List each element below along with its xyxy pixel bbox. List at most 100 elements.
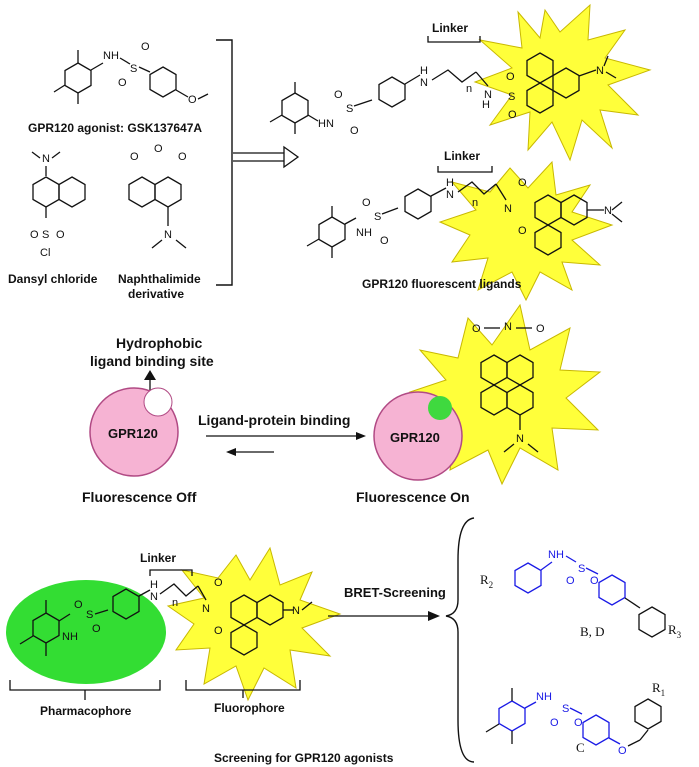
svg-text:O: O xyxy=(550,717,559,729)
svg-text:S: S xyxy=(562,703,569,715)
svg-text:S: S xyxy=(578,563,585,575)
r1-label: R1 xyxy=(652,680,665,698)
naphthalimide-bound: O N O N xyxy=(472,321,545,453)
burst-top-2 xyxy=(438,160,614,302)
equilibrium-arrows xyxy=(206,432,366,456)
svg-text:O: O xyxy=(536,323,545,335)
fluorescent-ligands-label: GPR120 fluorescent ligands xyxy=(362,277,522,291)
svg-text:O: O xyxy=(188,94,197,106)
svg-text:NH: NH xyxy=(548,549,564,561)
svg-text:N: N xyxy=(446,189,454,201)
svg-text:O: O xyxy=(472,323,481,335)
pharmacophore-bracket xyxy=(9,680,161,700)
compound-bd-structure: NH S O O xyxy=(514,549,666,638)
svg-text:O: O xyxy=(118,77,127,89)
svg-text:O: O xyxy=(154,143,163,155)
svg-text:O: O xyxy=(380,235,389,247)
r3-label: R3 xyxy=(668,622,682,640)
svg-text:S: S xyxy=(508,91,515,103)
receptor-left-label: GPR120 xyxy=(108,426,158,441)
burst-top-1 xyxy=(473,3,652,162)
svg-text:O: O xyxy=(508,109,517,121)
gsk137647a-structure: NH S O O O xyxy=(53,41,209,106)
svg-text:N: N xyxy=(596,65,604,77)
svg-text:N: N xyxy=(164,229,172,241)
binding-site-label-2: ligand binding site xyxy=(90,353,214,369)
state-on-label: Fluorescence On xyxy=(356,489,470,505)
subscript-n-3: n xyxy=(172,597,178,609)
svg-text:N: N xyxy=(202,603,210,615)
fluorescent-ligand-2: NH S O O H N n N O O N xyxy=(306,177,623,258)
svg-text:O: O xyxy=(574,717,583,729)
svg-text:N: N xyxy=(150,591,158,603)
svg-text:O: O xyxy=(506,71,515,83)
binding-site-label-1: Hydrophobic xyxy=(116,335,203,351)
results-brace xyxy=(445,517,475,763)
svg-text:H: H xyxy=(446,177,454,189)
compound-bd-label: B, D xyxy=(580,624,605,639)
svg-text:O: O xyxy=(566,575,575,587)
svg-text:O: O xyxy=(214,577,223,589)
svg-text:O: O xyxy=(141,41,150,53)
svg-text:O: O xyxy=(334,89,343,101)
agonist-label: GPR120 agonist: GSK137647A xyxy=(28,121,202,135)
receptor-right-label: GPR120 xyxy=(390,430,440,445)
pharmacophore-label: Pharmacophore xyxy=(40,704,132,718)
fluorophore-bracket xyxy=(185,680,301,698)
state-off-label: Fluorescence Off xyxy=(82,489,197,505)
dansyl-label: Dansyl chloride xyxy=(8,272,98,286)
dansyl-chloride-structure: N O S O Cl xyxy=(30,151,86,259)
svg-text:O: O xyxy=(214,625,223,637)
subscript-n-2: n xyxy=(472,197,478,209)
double-arrow xyxy=(233,145,300,169)
svg-text:H: H xyxy=(482,99,490,111)
screening-ligand: NH S O O H N n N O O N xyxy=(19,577,313,656)
burst-bottom xyxy=(166,546,342,702)
svg-text:Cl: Cl xyxy=(40,247,50,259)
svg-text:O: O xyxy=(362,197,371,209)
svg-text:HN: HN xyxy=(318,118,334,130)
svg-text:O: O xyxy=(618,745,627,757)
group-bracket xyxy=(216,39,233,286)
binding-dot xyxy=(428,396,452,420)
svg-text:NH: NH xyxy=(356,227,372,239)
svg-text:H: H xyxy=(150,579,158,591)
binding-pocket xyxy=(143,387,173,417)
bret-label: BRET-Screening xyxy=(344,585,446,600)
linker-label-1: Linker xyxy=(432,21,468,35)
linker-label-2: Linker xyxy=(444,149,480,163)
svg-text:O: O xyxy=(590,575,599,587)
svg-text:N: N xyxy=(420,77,428,89)
svg-text:O: O xyxy=(518,177,527,189)
compound-c-structure: NH S O O O xyxy=(485,688,662,757)
svg-text:O: O xyxy=(518,225,527,237)
svg-text:O: O xyxy=(130,151,139,163)
linker-bracket-2 xyxy=(437,166,493,173)
svg-text:NH: NH xyxy=(103,50,119,62)
svg-text:N: N xyxy=(604,205,612,217)
screening-label: Screening for GPR120 agonists xyxy=(214,751,394,765)
svg-text:N: N xyxy=(504,203,512,215)
binding-arrow-label: Ligand-protein binding xyxy=(198,412,350,428)
svg-text:NH: NH xyxy=(62,631,78,643)
svg-text:S: S xyxy=(86,609,93,621)
linker-bracket-1 xyxy=(427,36,481,43)
svg-text:O: O xyxy=(350,125,359,137)
svg-text:N: N xyxy=(292,605,300,617)
naphthalimide-structure: O O O N xyxy=(128,143,187,249)
r2-label: R2 xyxy=(480,572,493,590)
subscript-n-1: n xyxy=(466,83,472,95)
svg-text:N: N xyxy=(516,433,524,445)
compound-c-label: C xyxy=(576,740,585,755)
svg-text:S: S xyxy=(374,211,381,223)
svg-text:S: S xyxy=(130,63,137,75)
svg-text:S: S xyxy=(42,229,49,241)
svg-text:N: N xyxy=(504,321,512,333)
naphthalimide-label-2: derivative xyxy=(128,287,184,301)
linker-bracket-3 xyxy=(149,569,193,576)
svg-text:S: S xyxy=(346,103,353,115)
svg-text:NH: NH xyxy=(536,691,552,703)
svg-text:O: O xyxy=(74,599,83,611)
pharmacophore-blob xyxy=(6,580,166,684)
